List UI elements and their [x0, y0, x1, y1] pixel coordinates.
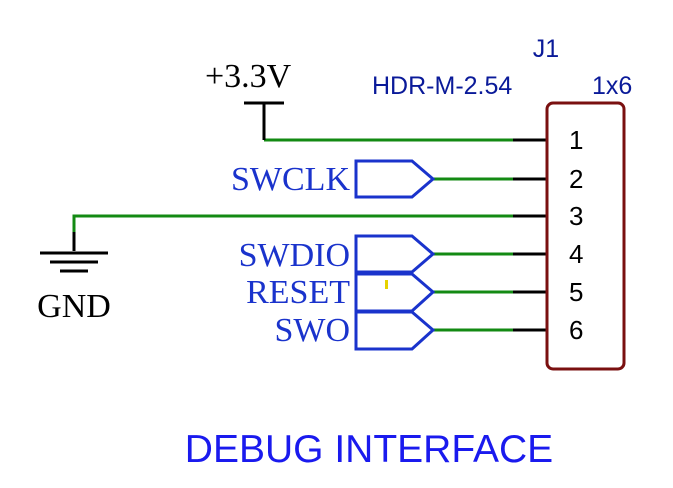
- reset-label: RESET: [246, 274, 350, 311]
- pin-number-4: 4: [569, 239, 583, 269]
- pin-number-1: 1: [569, 125, 583, 155]
- swo-flag[interactable]: [354, 310, 436, 351]
- connector-value: HDR-M-2.54: [372, 72, 512, 100]
- pin-number-6: 6: [569, 315, 583, 345]
- power-label: +3.3V: [205, 58, 292, 95]
- cursor-marker: [385, 280, 388, 289]
- net-label-flags: [354, 159, 436, 351]
- pin-stubs: [513, 138, 547, 332]
- swdio-flag[interactable]: [354, 234, 436, 274]
- swclk-label: SWCLK: [231, 161, 350, 198]
- pin-number-3: 3: [569, 201, 583, 231]
- swdio-label: SWDIO: [239, 237, 350, 274]
- connector-ref: J1: [533, 35, 559, 63]
- ground-symbol[interactable]: [40, 232, 108, 273]
- ground-label: GND: [37, 288, 111, 325]
- connector-size: 1x6: [592, 72, 632, 100]
- swo-label: SWO: [274, 312, 350, 349]
- pin-number-2: 2: [569, 164, 583, 194]
- reset-flag[interactable]: [354, 272, 436, 313]
- pin-numbers: 1 2 3 4 5 6: [569, 125, 583, 345]
- sheet-title: DEBUG INTERFACE: [185, 428, 553, 471]
- connector-body[interactable]: [545, 101, 626, 371]
- swclk-flag[interactable]: [354, 159, 436, 199]
- power-symbol[interactable]: +3.3V: [205, 58, 292, 140]
- pin-number-5: 5: [569, 277, 583, 307]
- net-label-texts: SWCLK SWDIO RESET SWO: [231, 161, 350, 349]
